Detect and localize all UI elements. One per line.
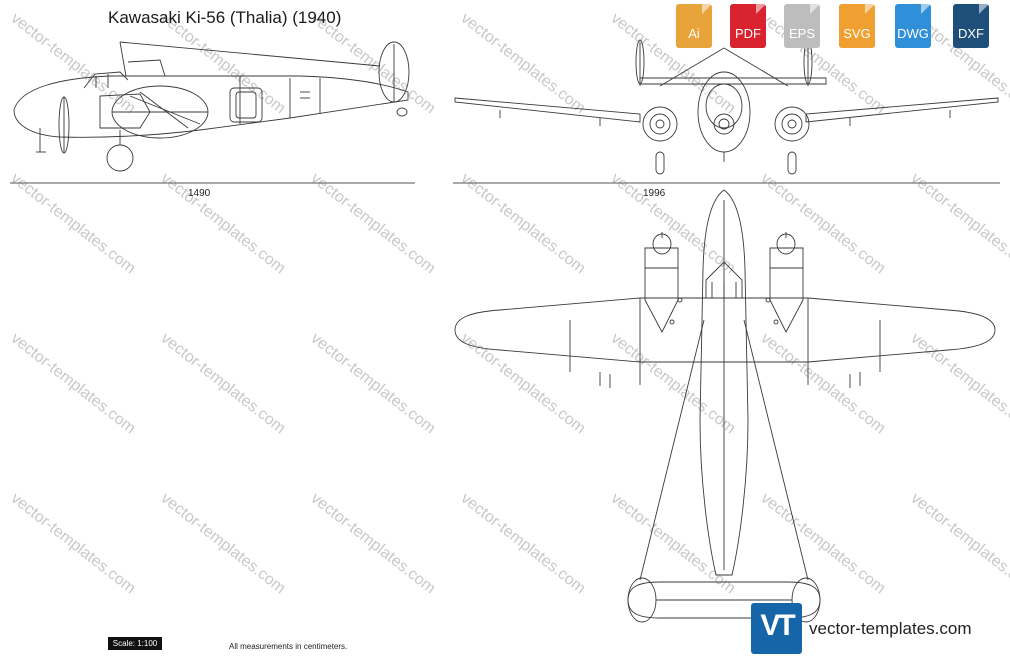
watermark-text: vector-templates.com: [8, 170, 139, 278]
watermark-text: vector-templates.com: [908, 490, 1010, 598]
watermark-text: vector-templates.com: [8, 490, 139, 598]
watermark-text: vector-templates.com: [608, 330, 739, 438]
watermark-text: vector-templates.com: [308, 490, 439, 598]
measurements-note: All measurements in centimeters.: [229, 642, 348, 651]
format-dxf-icon[interactable]: DXF: [951, 4, 991, 50]
file-fold-icon: [979, 4, 989, 14]
format-ai-icon[interactable]: Ai: [674, 4, 714, 50]
watermark-text: vector-templates.com: [8, 330, 139, 438]
top-view: [454, 189, 996, 623]
format-dwg-icon[interactable]: DWG: [893, 4, 933, 50]
watermark-text: vector-templates.com: [158, 330, 289, 438]
file-fold-icon: [921, 4, 931, 14]
format-pdf-icon[interactable]: PDF: [728, 4, 768, 50]
watermark-text: vector-templates.com: [908, 170, 1010, 278]
watermark-text: vector-templates.com: [158, 170, 289, 278]
vector-templates-logo: VT: [751, 603, 802, 654]
watermark-text: vector-templates.com: [608, 490, 739, 598]
logo-text: VT: [760, 609, 795, 642]
watermark-text: vector-templates.com: [458, 170, 589, 278]
format-eps-icon[interactable]: EPS: [782, 4, 822, 50]
file-fold-icon: [702, 4, 712, 14]
watermark-text: vector-templates.com: [458, 330, 589, 438]
file-fold-icon: [865, 4, 875, 14]
file-fold-icon: [810, 4, 820, 14]
watermark-text: vector-templates.com: [308, 170, 439, 278]
watermark-text: vector-templates.com: [308, 330, 439, 438]
watermark-text: vector-templates.com: [458, 490, 589, 598]
format-label: DXF: [958, 26, 984, 41]
format-label: PDF: [735, 26, 761, 41]
watermark-text: vector-templates.com: [758, 490, 889, 598]
file-fold-icon: [756, 4, 766, 14]
side-view-dimension: 1490: [188, 188, 211, 199]
format-label: Ai: [688, 26, 700, 41]
watermark-text: vector-templates.com: [158, 490, 289, 598]
format-svg-icon[interactable]: SVG: [837, 4, 877, 50]
front-view-dimension: 1996: [643, 188, 666, 199]
drawing-title: Kawasaki Ki-56 (Thalia) (1940): [108, 8, 342, 27]
format-label: SVG: [843, 26, 871, 41]
watermark-text: vector-templates.com: [908, 330, 1010, 438]
side-view: [13, 41, 410, 172]
watermark-text: vector-templates.com: [758, 170, 889, 278]
scale-badge: Scale: 1:100: [108, 637, 162, 650]
watermark-text: vector-templates.com: [458, 10, 589, 118]
format-label: EPS: [788, 26, 815, 41]
watermark-layer: vector-templates.comvector-templates.com…: [8, 10, 1010, 598]
watermark-text: vector-templates.com: [758, 330, 889, 438]
brand-site-text: vector-templates.com: [809, 619, 972, 638]
front-view: [454, 39, 999, 175]
watermark-text: vector-templates.com: [608, 170, 739, 278]
format-label: DWG: [897, 26, 929, 41]
